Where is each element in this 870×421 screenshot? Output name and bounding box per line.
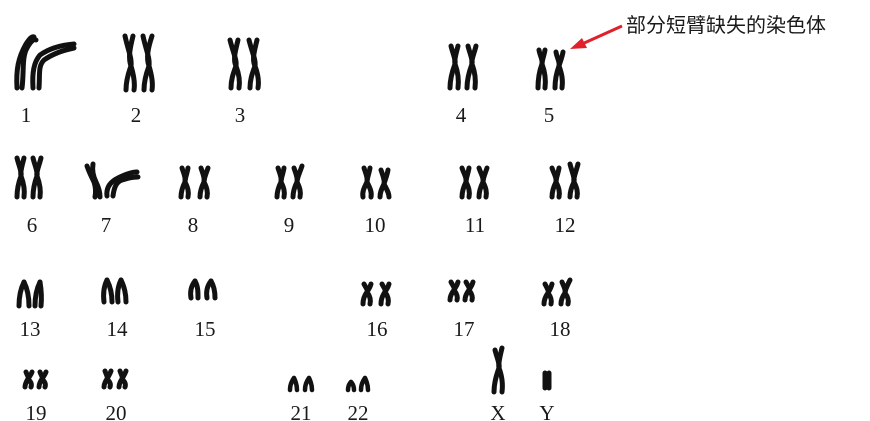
chromosome-pair-7	[84, 161, 141, 200]
pair-label-21: 21	[291, 401, 312, 421]
pair-label-11: 11	[465, 213, 485, 237]
pair-label-5: 5	[544, 103, 555, 127]
pair-label-1: 1	[21, 103, 32, 127]
chromosome-pair-11	[459, 165, 490, 200]
chromosome-pair-21	[287, 375, 315, 393]
annotation-arrow	[570, 24, 623, 49]
pair-label-15: 15	[195, 317, 216, 341]
chromosome-pair-19	[22, 369, 49, 390]
pair-label-8: 8	[188, 213, 199, 237]
chromosome-pair-17	[447, 279, 476, 303]
pair-label-18: 18	[550, 317, 571, 341]
pair-label-19: 19	[26, 401, 47, 421]
pair-label-17: 17	[454, 317, 475, 341]
pair-label-20: 20	[106, 401, 127, 421]
chromosome-pair-9	[274, 163, 305, 200]
pair-label-3: 3	[235, 103, 246, 127]
pair-label-9: 9	[284, 213, 295, 237]
chromosome-x	[491, 345, 505, 395]
annotation-label: 部分短臂缺失的染色体	[626, 13, 826, 37]
pair-label-12: 12	[555, 213, 576, 237]
chromosome-pair-22	[345, 375, 371, 393]
chromosome-y	[542, 370, 552, 391]
pair-label-4: 4	[456, 103, 467, 127]
chromosome-pair-6	[14, 155, 44, 200]
pair-label-6: 6	[27, 213, 38, 237]
chromosome-pair-12	[549, 161, 581, 200]
chromosome-pair-20	[101, 368, 129, 390]
pair-label-10: 10	[365, 213, 386, 237]
chromosome-pair-5	[535, 47, 566, 91]
pair-label-7: 7	[101, 213, 112, 237]
chromosome-pair-14	[101, 277, 129, 305]
chromosome-pair-16	[360, 281, 392, 307]
pair-label-x: X	[490, 401, 505, 421]
pair-label-13: 13	[20, 317, 41, 341]
chromosome-pair-15	[188, 278, 218, 301]
chromosome-pair-2	[122, 33, 155, 93]
pair-label-16: 16	[367, 317, 388, 341]
pair-label-22: 22	[348, 401, 369, 421]
chromosome-pair-8	[178, 165, 211, 200]
pair-label-14: 14	[107, 317, 129, 341]
chromosome-pair-1	[14, 34, 77, 91]
chromosome-pair-4	[447, 43, 479, 91]
chromosome-pair-18	[541, 277, 573, 307]
chromosome-pair-13	[16, 279, 44, 309]
pair-label-y: Y	[539, 401, 554, 421]
chromosome-pair-10	[360, 165, 392, 200]
chromosome-pair-3	[227, 37, 261, 91]
pair-label-2: 2	[131, 103, 142, 127]
